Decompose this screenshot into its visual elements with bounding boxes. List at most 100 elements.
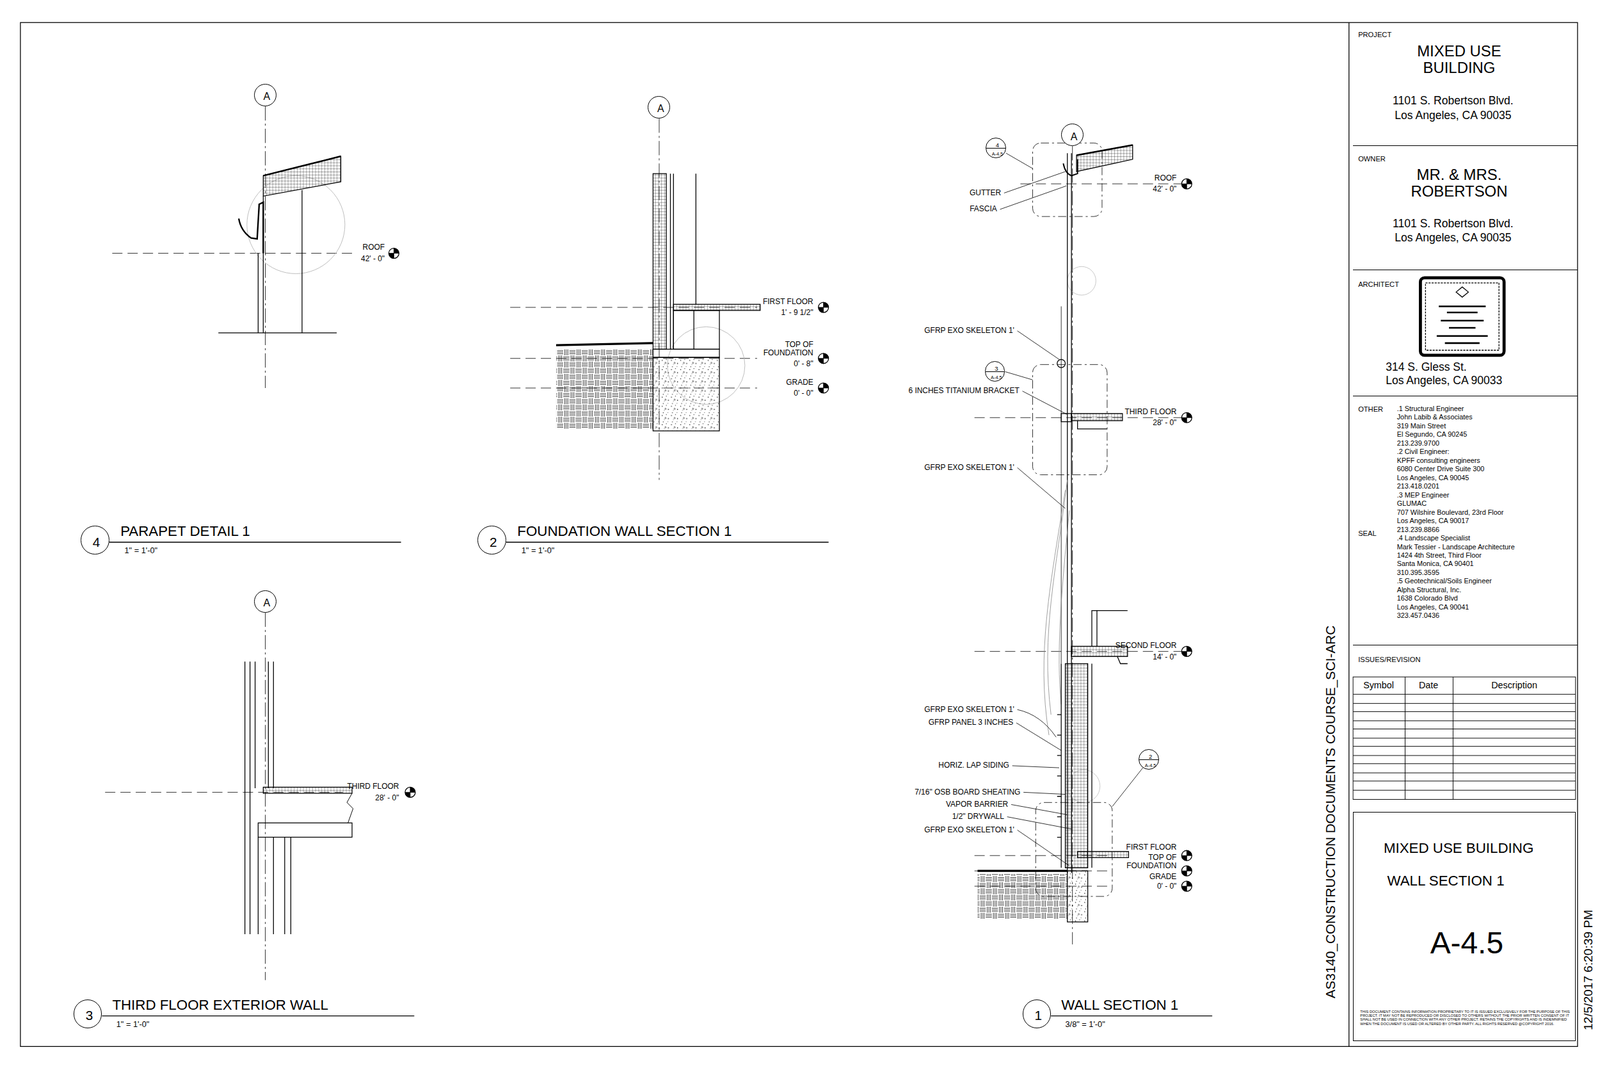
drawing-label: 0' - 0" <box>793 389 813 398</box>
level-marker <box>818 382 829 393</box>
drawing-label: 0' - 8" <box>793 359 813 368</box>
callout-number: 4 <box>92 535 101 549</box>
architect-stamp <box>1436 305 1488 343</box>
leader-line <box>1004 371 1033 380</box>
title-block-text: 1638 Colorado Blvd <box>1397 594 1458 603</box>
third-floor-wall <box>257 837 291 934</box>
drawing-label: THIRD FLOOR <box>346 782 399 791</box>
drawing-label: 14' - 0" <box>1152 652 1177 662</box>
drawing-label: 42' - 0" <box>1152 184 1177 194</box>
third-floor-wall <box>245 661 274 934</box>
level-marker <box>818 302 829 313</box>
drawing-label: 1" = 1'-0" <box>521 545 555 555</box>
architect-stamp <box>1420 277 1504 356</box>
title-block-text: 213.418.0201 <box>1397 482 1440 491</box>
sheet-frame <box>20 22 1578 1046</box>
drawing-label: 1' - 9 1/2" <box>780 308 813 317</box>
title-block-text: Los Angeles, CA 90017 <box>1397 517 1470 525</box>
wall-section <box>1067 870 1088 922</box>
section-callout: 2A-4.5 <box>1138 748 1160 770</box>
leader-line <box>1022 391 1068 415</box>
drawing-label: GRADE <box>785 378 813 387</box>
title-block-text: Los Angeles, CA 90045 <box>1397 474 1470 482</box>
callout-number: 1 <box>1034 1008 1042 1023</box>
title-block-text: MIXED USE BUILDING <box>1383 840 1534 857</box>
project-panel: PROJECTMIXED USE BUILDING1101 S. Roberts… <box>1352 22 1578 146</box>
drawing-label: TOP OF FOUNDATION <box>752 340 814 358</box>
callout-number: A-4.5 <box>1144 762 1157 768</box>
title-block-text: Los Angeles, CA 90035 <box>1394 231 1512 244</box>
title-block-text: ISSUES/REVISION <box>1358 655 1421 664</box>
callout-number: 2 <box>1148 753 1152 760</box>
callout-number: 3 <box>85 1008 94 1023</box>
third-floor-wall <box>263 786 352 793</box>
wall-section <box>977 873 1067 919</box>
wall-section <box>1076 145 1133 156</box>
title-block-text: ARCHITECT <box>1358 280 1400 288</box>
title-block-text: .1 Structural Engineer <box>1397 405 1465 413</box>
title-underline <box>1050 1015 1213 1016</box>
title-block-text: .5 Geotechnical/Soils Engineer <box>1397 577 1492 585</box>
leader-line <box>1112 767 1144 807</box>
drawing-label: FOUNDATION WALL SECTION 1 <box>517 523 732 540</box>
revision-table <box>1352 676 1576 799</box>
grid-bubble: A <box>254 590 277 613</box>
foundation-section <box>673 310 720 350</box>
title-block-text: .4 Landscape Specialist <box>1397 534 1471 543</box>
wall-section <box>1063 159 1078 176</box>
leader-line <box>1011 804 1068 815</box>
title-underline <box>101 542 1213 1016</box>
title-block-text: Los Angeles, CA 90035 <box>1394 109 1512 122</box>
grid-lines <box>265 106 1073 980</box>
wall-section <box>1061 413 1072 422</box>
title-block-text: 213.239.8866 <box>1397 526 1440 534</box>
parapet-detail <box>263 156 341 176</box>
drawing-label: AS3140_CONSTRUCTION DOCUMENTS COURSE_SCI… <box>1323 624 1339 998</box>
leader-line <box>1017 330 1060 360</box>
title-block-text: MR. & MRS. ROBERTSON <box>1397 166 1520 201</box>
title-block-text: 1424 4th Street, Third Floor <box>1397 551 1482 560</box>
consultants-panel: OTHER.1 Structural EngineerJohn Labib & … <box>1352 396 1578 646</box>
detail-number: 3 <box>73 999 103 1028</box>
callout-number: A <box>263 597 271 608</box>
foundation-section <box>652 357 720 431</box>
wall-section <box>1077 420 1108 429</box>
drawing-label: HORIZ. LAP SIDING <box>938 760 1010 770</box>
level-marker <box>1181 645 1192 656</box>
title-underline <box>506 541 829 543</box>
callout-number: 2 <box>489 535 498 549</box>
foundation-section <box>670 173 697 349</box>
wall-section <box>977 869 1067 872</box>
wall-section <box>1057 714 1062 837</box>
title-block-text: Mark Tessier - Landscape Architecture <box>1397 543 1515 552</box>
drawing-label: THIRD FLOOR <box>1124 407 1177 416</box>
revision-panel: ISSUES/REVISION <box>1352 645 1578 807</box>
drawing-label: 28' - 0" <box>1152 418 1177 427</box>
title-block-text: Santa Monica, CA 90401 <box>1397 560 1474 568</box>
drawing-label: Symbol <box>1363 680 1394 691</box>
foundation-section <box>652 348 720 358</box>
drawing-label: 28' - 0" <box>375 793 399 802</box>
callout-number: A <box>1070 131 1078 143</box>
drawing-label: TOP OF FOUNDATION <box>1115 853 1177 870</box>
level-marker <box>1181 412 1192 423</box>
wall-section <box>1076 145 1133 172</box>
wall-section <box>1061 663 1092 868</box>
drawing-label: GFRP EXO SKELETON 1' <box>924 705 1015 714</box>
title-underline <box>109 541 402 543</box>
leader-line <box>1000 152 1144 866</box>
drawing-label: Date <box>1418 680 1439 691</box>
sheet-frame <box>20 22 1578 1046</box>
title-block-text: .3 MEP Engineer <box>1397 491 1450 500</box>
foundation-section <box>556 343 653 345</box>
leader-line <box>1017 829 1070 866</box>
leader-line <box>1012 765 1060 768</box>
title-block-text: 323.457.0436 <box>1397 611 1440 620</box>
title-block-text: 1101 S. Robertson Blvd. <box>1392 217 1514 230</box>
level-lines <box>974 870 1111 872</box>
drawing-label: 3/8" = 1'-0" <box>1065 1019 1106 1029</box>
foundation-section <box>652 173 667 349</box>
architect-panel: ARCHITECT314 S. Gless St.Los Angeles, CA… <box>1352 270 1578 397</box>
drawing-label: 1/2" DRYWALL <box>952 812 1005 821</box>
grid-lines <box>264 612 266 980</box>
